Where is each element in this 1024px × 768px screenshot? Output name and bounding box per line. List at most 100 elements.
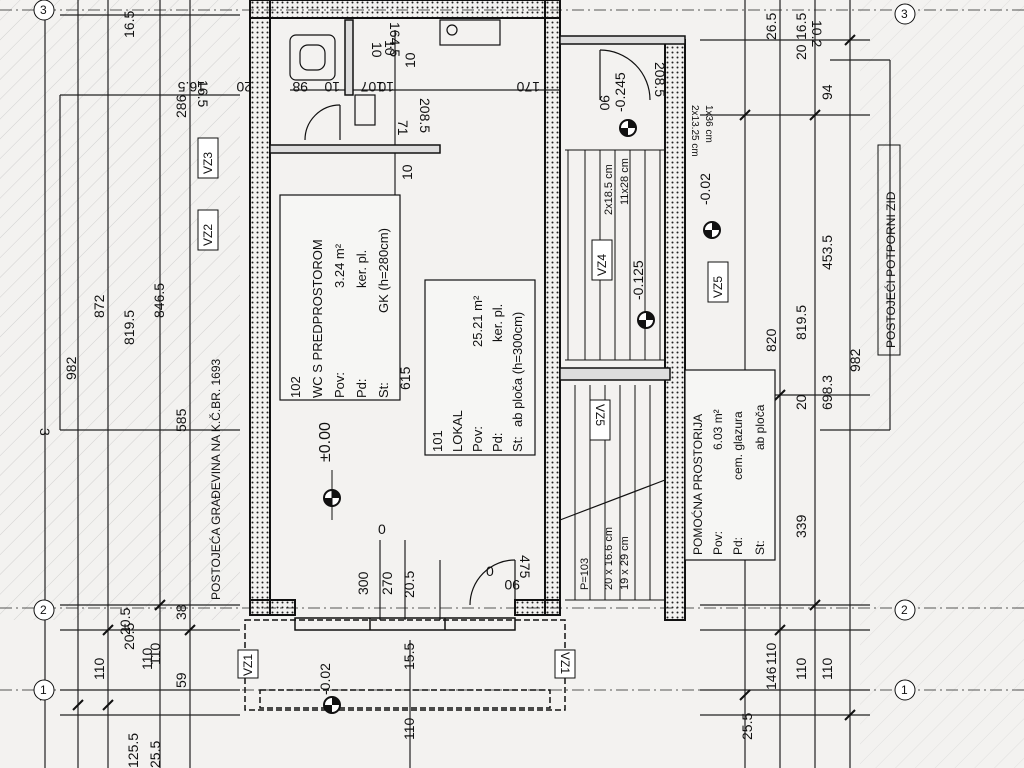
room-lokal-number: 101	[430, 430, 445, 452]
room-lokal-st: ab ploča (h=300cm)	[510, 312, 525, 427]
dim-text: 0	[378, 521, 386, 537]
dim-text: 25.5	[739, 713, 755, 740]
dim-text: 819.5	[121, 310, 137, 345]
room-pomocna-pd-label: Pd:	[731, 537, 745, 555]
tag-vz2: VZ2	[197, 209, 219, 251]
room-wc-number: 102	[288, 376, 303, 398]
room-label-lokal: 101 LOKAL Pov: 25.21 m² Pd: ker. pl. St:…	[430, 295, 525, 452]
wall-stair-top	[559, 35, 686, 45]
wall-wc-v	[344, 19, 354, 96]
room-lokal-pov-label: Pov:	[470, 426, 485, 452]
room-wc-pov-label: Pov:	[332, 372, 347, 398]
room-wc-name: WC S PREDPROSTOROM	[310, 239, 325, 398]
svg-text:2: 2	[901, 603, 908, 617]
wall-type-tags: VZ1 VZ1 VZ2 VZ3 VZ4 VZ5 VZ5	[197, 137, 729, 679]
stair-p-note: P=103	[579, 558, 591, 590]
dim-text: 16.5	[195, 80, 211, 107]
dim-text: 20	[236, 79, 252, 95]
svg-text:2: 2	[40, 603, 47, 617]
svg-text:3: 3	[901, 7, 908, 21]
stair-bottom-note-1: 20 x 16.6 cm	[603, 527, 615, 590]
room-pomocna-pd: cem. glazura	[731, 411, 745, 480]
room-pomocna-pov: 6.03 m²	[711, 409, 725, 450]
dims-right: 26.5 16.5 20 10.2 94 453.5 819.5 820 982…	[739, 13, 863, 740]
level-marker-rear: -0.02	[697, 173, 721, 239]
svg-text:VZ1: VZ1	[558, 652, 572, 674]
dim-text: 20.5	[117, 608, 133, 635]
room-lokal-pd: ker. pl.	[490, 304, 505, 342]
dim-text: 16.5	[121, 11, 137, 38]
dim-text: 286	[173, 94, 189, 118]
svg-text:VZ1: VZ1	[241, 654, 255, 676]
dim-text: 0	[486, 563, 494, 579]
dim-text: 300	[355, 571, 371, 595]
dim-text: 90	[504, 577, 520, 593]
dim-text: 110	[793, 657, 809, 680]
retaining-wall-hatch	[860, 0, 1024, 768]
level-marker-front: -0.02	[317, 663, 341, 714]
room-wc-st-label: St:	[376, 382, 391, 398]
neighbor-building-hatch	[0, 0, 240, 620]
dim-text: 16.5	[793, 13, 809, 40]
dims-left-outer: 125.5 25.5 982 3	[37, 356, 163, 768]
room-pomocna-st: ab ploča	[753, 404, 767, 450]
room-label-pomocna: POMOĆNA PROSTORIJA Pov: 6.03 m² Pd: cem.…	[690, 404, 767, 555]
neighbor-building-label: POSTOJEĆA GRAĐEVINA NA K.Č.BR. 1693	[208, 358, 223, 600]
dim-text: 146	[763, 666, 779, 690]
level-markers: ±0.00 -0.02 -0.125 -0.245 -0.02	[317, 72, 721, 714]
dim-text: 10	[324, 79, 340, 95]
dim-text: 38	[173, 604, 189, 620]
dim-text: 453.5	[819, 235, 835, 270]
room-lokal-pd-label: Pd:	[490, 432, 505, 452]
dim-text: 98	[292, 79, 308, 95]
wall-wc	[269, 144, 441, 154]
dim-text: 10	[402, 52, 418, 68]
dim-text: 615	[397, 366, 413, 390]
room-wc-pov: 3.24 m²	[332, 243, 347, 288]
wc-fixtures	[289, 19, 501, 126]
dim-text: 982	[847, 348, 863, 372]
tag-vz4: VZ4	[591, 239, 613, 281]
dim-text: 110	[147, 642, 163, 665]
svg-text:VZ4: VZ4	[595, 254, 609, 276]
stair-small-note-2: 1x36 cm	[703, 105, 714, 143]
svg-text:3: 3	[40, 3, 47, 17]
tag-vz5-mid: VZ5	[589, 399, 611, 441]
dim-text: 20.5	[121, 623, 137, 650]
tag-vz5-rear: VZ5	[707, 261, 729, 303]
dims-plan: 615 300 270 20.5 15.5 110 10 16.5 98 20 …	[178, 22, 668, 740]
level-marker-main: ±0.00	[317, 422, 341, 520]
stair-top-note-1: 2x18.5 cm	[603, 164, 615, 215]
dim-text: 25.5	[147, 741, 163, 768]
svg-text:-0.02: -0.02	[697, 173, 713, 205]
room-lokal-pov: 25.21 m²	[470, 295, 485, 347]
dim-text: 270	[379, 571, 395, 595]
dim-text: 3	[37, 428, 53, 436]
wall-left	[249, 0, 271, 616]
dim-text: 94	[819, 84, 835, 100]
axis-marker-1-right: 1	[894, 679, 916, 701]
svg-text:1: 1	[901, 683, 908, 697]
dim-text: 110	[763, 642, 779, 665]
dim-text: 110	[401, 717, 417, 740]
dims-left-mid: 110 20.5 110 59 872 16.5	[91, 11, 189, 688]
room-label-boxes	[279, 194, 776, 561]
dim-text: 16.5	[178, 79, 205, 95]
dim-text: 819.5	[793, 305, 809, 340]
level-marker-stair2: -0.245	[612, 72, 637, 137]
dim-text: 59	[173, 672, 189, 688]
wall-bottom-right	[514, 599, 561, 616]
dim-text: 164.5	[387, 22, 403, 57]
room-label-wc: 102 WC S PREDPROSTOROM Pov: 3.24 m² Pd: …	[288, 228, 391, 398]
dim-text: 107	[360, 79, 384, 95]
room-lokal-name: LOKAL	[450, 410, 465, 452]
dim-text: 982	[63, 356, 79, 380]
wall-top	[249, 0, 561, 19]
wall-right	[664, 39, 686, 621]
tag-vz1-right: VZ1	[554, 649, 576, 679]
door-arcs	[304, 49, 666, 606]
wall-divider	[544, 0, 561, 616]
grid-axis-markers: 1 2 3 1 2 3	[33, 0, 916, 701]
room-wc-pd: ker. pl.	[354, 250, 369, 288]
